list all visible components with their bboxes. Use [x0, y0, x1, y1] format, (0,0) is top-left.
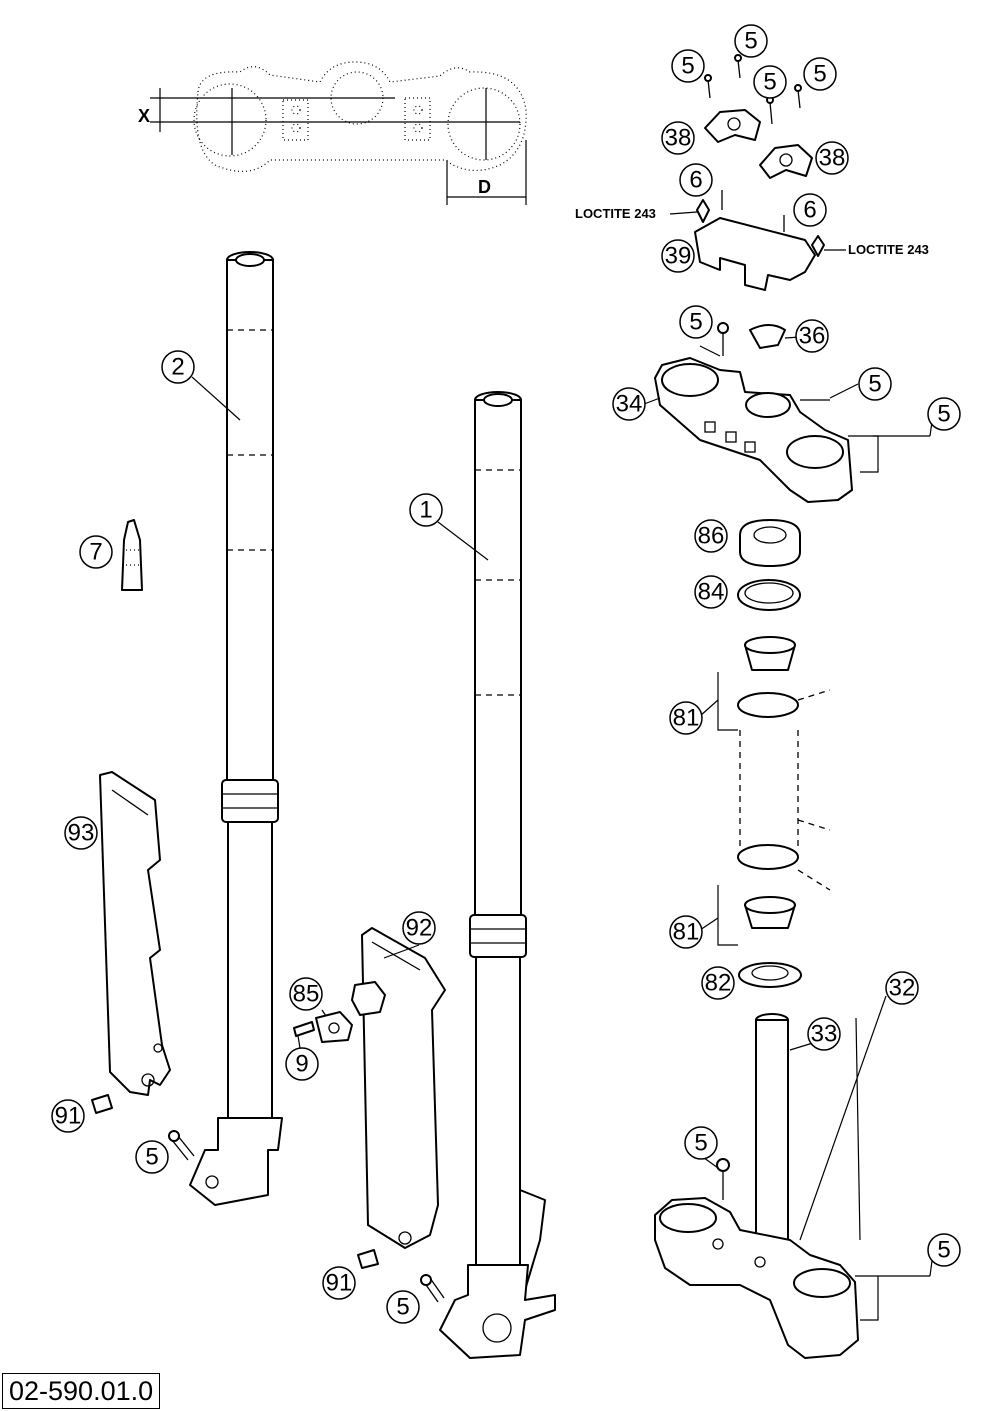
callout-5h: 5	[684, 1126, 718, 1160]
callout-5d: 5	[803, 57, 837, 91]
svg-text:5: 5	[681, 53, 694, 80]
svg-text:5: 5	[813, 61, 826, 88]
callout-32: 32	[885, 971, 919, 1005]
svg-text:7: 7	[89, 539, 102, 566]
callout-33: 33	[807, 1017, 841, 1051]
callout-81a: 81	[669, 701, 703, 735]
svg-text:5: 5	[145, 1144, 158, 1171]
fork-guard-left	[99, 771, 171, 1096]
callout-81b: 81	[669, 915, 703, 949]
triple-clamp-dimension-sketch	[150, 61, 527, 205]
svg-text:85: 85	[293, 981, 320, 1008]
handlebar-clamp-lower	[694, 190, 825, 291]
callout-5g: 5	[927, 397, 961, 431]
svg-text:81: 81	[673, 919, 700, 946]
drawing-code: 02-590.01.0	[2, 1373, 161, 1409]
svg-text:36: 36	[799, 323, 826, 350]
svg-text:39: 39	[665, 243, 692, 270]
svg-text:82: 82	[705, 970, 732, 997]
svg-text:32: 32	[889, 975, 916, 1002]
callout-5b: 5	[734, 24, 768, 58]
svg-text:38: 38	[665, 125, 692, 152]
callout-6b: 6	[793, 193, 827, 227]
svg-text:9: 9	[295, 1051, 308, 1078]
callout-92: 92	[402, 911, 436, 945]
callout-6a: 6	[679, 163, 713, 197]
svg-text:1: 1	[419, 497, 432, 524]
callout-2: 2	[161, 350, 195, 384]
callout-91a: 91	[51, 1099, 85, 1133]
svg-text:5: 5	[937, 401, 950, 428]
svg-text:5: 5	[694, 1130, 707, 1157]
svg-text:81: 81	[673, 705, 700, 732]
callout-1: 1	[409, 493, 443, 527]
svg-text:91: 91	[55, 1103, 82, 1130]
callout-39: 39	[661, 239, 695, 273]
handlebar-clamp-upper	[704, 54, 813, 179]
callout-5i: 5	[927, 1233, 961, 1267]
svg-text:38: 38	[819, 145, 846, 172]
svg-text:5: 5	[744, 28, 757, 55]
dimension-d-label: D	[478, 177, 491, 197]
grease-tube	[121, 519, 143, 591]
svg-text:34: 34	[616, 391, 643, 418]
dimension-x-label: X	[138, 106, 150, 126]
svg-text:5: 5	[868, 371, 881, 398]
guard-screws	[91, 1021, 445, 1303]
callout-82: 82	[701, 966, 735, 1000]
callout-84: 84	[694, 575, 728, 609]
fork-leg-right	[439, 391, 556, 1359]
svg-text:86: 86	[698, 523, 725, 550]
callout-5f: 5	[858, 367, 892, 401]
svg-text:92: 92	[406, 915, 433, 942]
svg-text:5: 5	[937, 1237, 950, 1264]
svg-text:6: 6	[803, 197, 816, 224]
callout-5j: 5	[135, 1140, 169, 1174]
svg-text:33: 33	[811, 1021, 838, 1048]
top-triple-clamp	[654, 322, 930, 503]
svg-text:84: 84	[698, 579, 725, 606]
svg-text:91: 91	[326, 1270, 353, 1297]
svg-text:93: 93	[68, 820, 95, 847]
callout-5k: 5	[386, 1290, 420, 1324]
callout-5c: 5	[753, 65, 787, 99]
loctite-note-left: LOCTITE 243	[575, 206, 656, 221]
callout-91b: 91	[322, 1266, 356, 1300]
callout-93: 93	[64, 816, 98, 850]
callout-85: 85	[289, 977, 323, 1011]
bottom-triple-clamp	[654, 1013, 930, 1359]
callout-38b: 38	[815, 141, 849, 175]
callout-38a: 38	[661, 121, 695, 155]
callout-9: 9	[285, 1047, 319, 1081]
callout-5a: 5	[671, 49, 705, 83]
steering-bearings	[717, 519, 831, 988]
fork-leg-left	[189, 251, 283, 1206]
svg-text:5: 5	[689, 309, 702, 336]
svg-text:6: 6	[689, 167, 702, 194]
loctite-note-right: LOCTITE 243	[848, 242, 929, 257]
callout-5e: 5	[679, 305, 713, 339]
callout-34: 34	[612, 387, 646, 421]
callout-36: 36	[795, 319, 829, 353]
svg-text:5: 5	[396, 1294, 409, 1321]
svg-text:5: 5	[763, 69, 776, 96]
callout-7: 7	[79, 535, 113, 569]
callout-86: 86	[694, 519, 728, 553]
svg-text:2: 2	[171, 354, 184, 381]
fork-guard-right	[315, 927, 446, 1249]
